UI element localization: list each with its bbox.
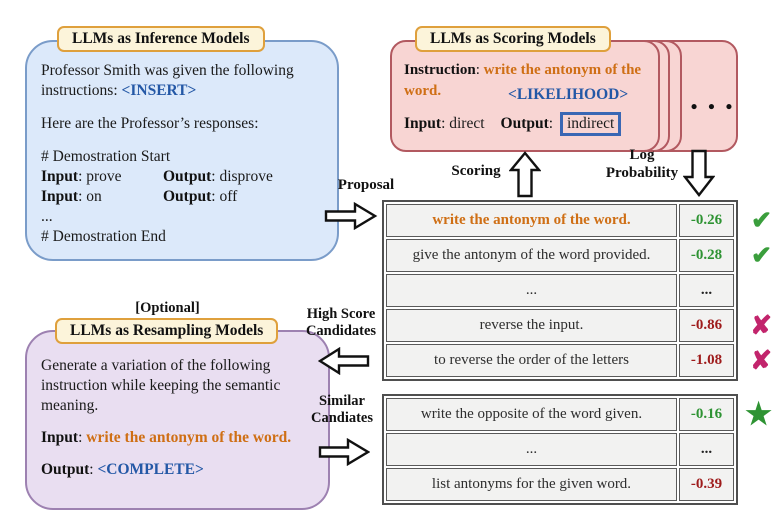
inference-prompt-text: Professor Smith was given the following …: [41, 61, 325, 247]
log-probability-cell: -0.26: [679, 204, 734, 237]
log-probability-cell: -0.86: [679, 309, 734, 342]
instruction-cell: reverse the input.: [386, 309, 677, 342]
instruction-cell: ...: [386, 433, 677, 466]
score-table-row: reverse the input.-0.86 ✘: [386, 309, 772, 342]
resampled-candidates-table: write the opposite of the word given.-0.…: [382, 394, 772, 505]
scoring-label: Scoring: [451, 163, 501, 179]
resampling-box-title: LLMs as Resampling Models: [55, 318, 279, 344]
log-probability-cell: -0.16: [679, 398, 734, 431]
score-table-row: give the antonym of the word provided.-0…: [386, 239, 772, 272]
inference-box-title: LLMs as Inference Models: [57, 26, 265, 52]
resampling-prompt-text: Generate a variation of the following in…: [41, 356, 317, 492]
log-probability-cell: ...: [679, 274, 734, 307]
log-probability-cell: -1.08: [679, 344, 734, 377]
instruction-cell: to reverse the order of the letters: [386, 344, 677, 377]
scoring-instruction-text: Instruction: write the antonym of the wo…: [404, 62, 642, 99]
instruction-cell: write the antonym of the word.: [386, 204, 677, 237]
proposal-right-arrow-icon: [324, 202, 378, 230]
score-table-row: ......: [386, 274, 734, 307]
inference-model-box: [25, 40, 339, 261]
likelihood-token: <LIKELIHOOD>: [508, 86, 629, 103]
scoring-up-arrow-icon: [509, 151, 541, 198]
log-probability-cell: ...: [679, 433, 734, 466]
demo-start-line: # Demostration Start: [41, 148, 171, 165]
demo-end-line: # Demostration End: [41, 228, 166, 245]
score-table-row: list antonyms for the given word.-0.39: [386, 468, 734, 501]
instruction-cell: write the opposite of the word given.: [386, 398, 677, 431]
complete-token: <COMPLETE>: [97, 461, 204, 478]
highlighted-output-box: indirect: [559, 112, 622, 136]
instruction-cell: give the antonym of the word provided.: [386, 239, 677, 272]
score-table-row: write the antonym of the word.-0.26 ✔: [386, 204, 772, 237]
check-mark-icon: ✔: [751, 207, 772, 234]
scoring-box-title: LLMs as Scoring Models: [415, 26, 611, 52]
check-mark-icon: ✔: [751, 242, 772, 269]
stack-ellipsis-dots: • • •: [690, 97, 736, 118]
score-table-row: ......: [386, 433, 734, 466]
inference-responses-line: Here are the Professor’s responses:: [41, 115, 259, 132]
demo-ellipsis: ...: [41, 208, 53, 225]
log-probability-cell: -0.28: [679, 239, 734, 272]
instruction-cell: ...: [386, 274, 677, 307]
resampling-body-line: Generate a variation of the following in…: [41, 357, 281, 414]
insert-token: <INSERT>: [121, 82, 197, 99]
scoring-card-main: [390, 40, 660, 152]
resampling-output-line: Output: <COMPLETE>: [41, 461, 204, 478]
high-score-left-arrow-icon: [318, 347, 370, 375]
scored-instruction: write the antonym of the word.: [404, 62, 642, 99]
instruction-cell: list antonyms for the given word.: [386, 468, 677, 501]
optional-tag: [Optional]: [135, 300, 200, 316]
score-table-row: write the opposite of the word given.-0.…: [386, 398, 772, 431]
proposal-label: Proposal: [337, 177, 395, 193]
scored-candidates-table: write the antonym of the word.-0.26✔give…: [382, 200, 772, 381]
resampling-input-line: Input: write the antonym of the word.: [41, 429, 292, 446]
log-probability-down-arrow-icon: [683, 149, 715, 197]
log-probability-cell: -0.39: [679, 468, 734, 501]
cross-mark-icon: ✘: [750, 310, 772, 340]
cross-mark-icon: ✘: [750, 345, 772, 375]
inference-instruction-line: Professor Smith was given the following …: [41, 62, 294, 99]
star-mark-icon: ★: [745, 397, 772, 431]
similar-right-arrow-icon: [318, 438, 370, 466]
score-table-row: to reverse the order of the letters-1.08…: [386, 344, 772, 377]
